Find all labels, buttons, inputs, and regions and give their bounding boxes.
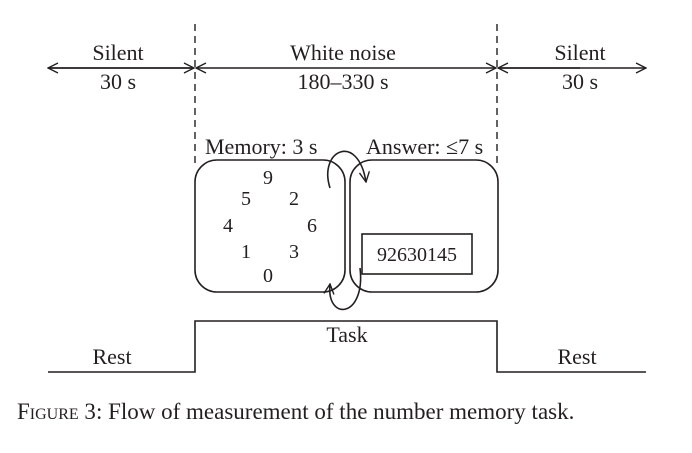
rest-left-label: Rest (92, 344, 131, 369)
memory-box (194, 159, 346, 293)
memory-digit: 9 (263, 167, 273, 189)
memory-digit: 2 (289, 188, 299, 210)
phase-label-white-noise: White noise (290, 40, 396, 65)
memory-digit: 6 (307, 215, 317, 237)
figure-label: Figure 3 (17, 399, 96, 424)
task-timeline (48, 320, 646, 373)
rest-right-label: Rest (557, 344, 596, 369)
memory-digit: 3 (289, 241, 299, 263)
memory-digit: 0 (263, 265, 273, 287)
answer-box (349, 159, 499, 293)
phase-duration-silent-left: 30 s (100, 69, 136, 94)
memory-digit: 1 (241, 241, 251, 263)
memory-digit: 4 (223, 215, 233, 237)
phase-duration-white-noise: 180–330 s (297, 69, 388, 94)
memory-to-answer-arrow (327, 150, 366, 189)
memory-digit: 5 (241, 188, 251, 210)
task-label: Task (326, 322, 367, 347)
figure-caption: Figure 3: Flow of measurement of the num… (17, 399, 574, 424)
answer-to-memory-arrow (330, 267, 362, 311)
caption-text: : Flow of measurement of the number memo… (96, 399, 574, 424)
answer-entry-box (361, 233, 473, 275)
answer-label: Answer: ≤7 s (366, 134, 483, 159)
memory-label: Memory: 3 s (205, 134, 317, 159)
phase-label-silent-left: Silent (92, 40, 143, 65)
phase-duration-silent-right: 30 s (562, 69, 598, 94)
answer-value: 92630145 (377, 244, 457, 266)
phase-label-silent-right: Silent (554, 40, 605, 65)
